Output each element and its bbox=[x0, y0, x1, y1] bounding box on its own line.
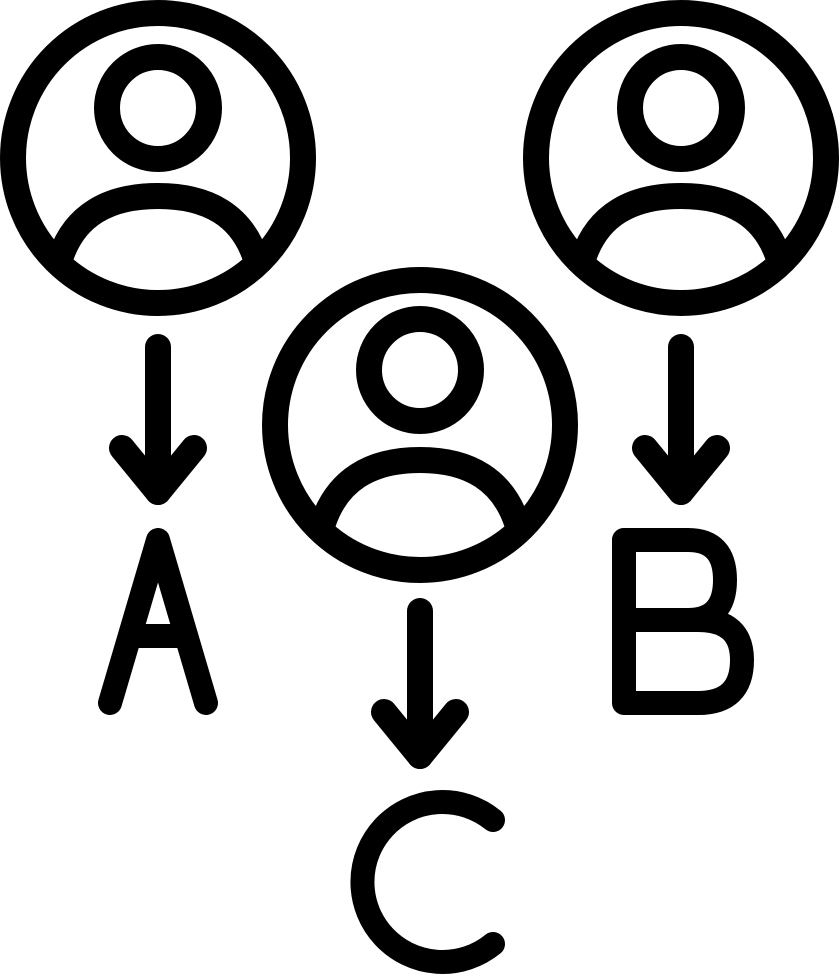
person-c-node: C bbox=[262, 267, 578, 974]
person-b-node: B bbox=[523, 0, 839, 715]
person-circle-icon bbox=[0, 0, 316, 316]
option-label-c-text: C bbox=[420, 943, 421, 945]
option-label-a-text: A bbox=[158, 701, 159, 704]
arrow-down-icon bbox=[109, 334, 207, 505]
arrow-down-icon bbox=[371, 598, 469, 769]
person-a-node: A bbox=[0, 0, 316, 715]
arrow-down-icon bbox=[632, 334, 730, 505]
option-label-b bbox=[612, 528, 754, 715]
person-circle-icon bbox=[262, 267, 578, 583]
option-label-a bbox=[98, 528, 218, 715]
person-circle-icon bbox=[523, 0, 839, 316]
option-label-c bbox=[350, 790, 505, 974]
